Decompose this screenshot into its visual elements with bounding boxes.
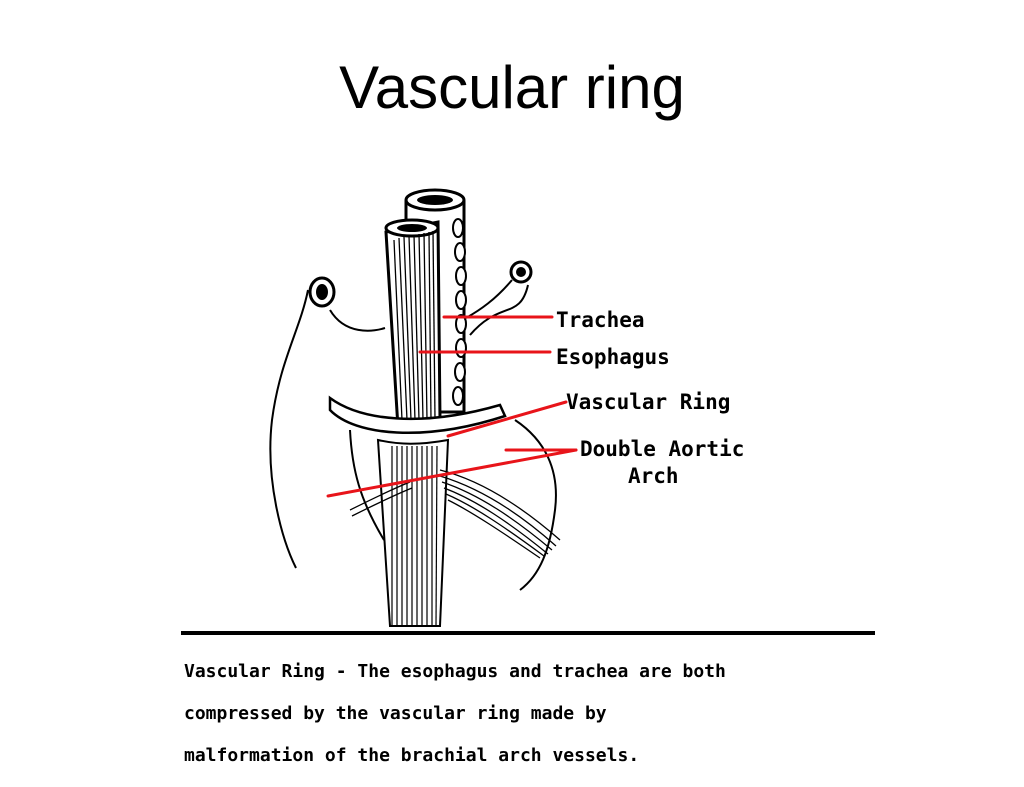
label-trachea: Trachea [556,308,645,332]
vascular-ring-leader [446,400,568,438]
descending-arch-bundle [349,469,561,559]
left-lower-vessel [349,429,385,541]
caption-line: malformation of the brachial arch vessel… [184,745,640,766]
figure-caption: Vascular Ring - The esophagus and trache… [184,640,874,787]
label-double-aortic-arch-line1: Double Aortic [580,437,744,461]
caption-rule [181,631,875,635]
label-double-aortic-arch-line2: Arch [628,464,679,488]
left-arch-outline [269,276,386,569]
caption-line: Vascular Ring - The esophagus and trache… [184,661,726,682]
label-esophagus: Esophagus [556,345,670,369]
slide-title: Vascular ring [339,54,685,121]
lower-trunk [376,438,450,627]
esophagus-tube [384,218,442,430]
vascular-ring-band [328,395,507,434]
label-vascular-ring: Vascular Ring [566,390,730,414]
caption-line: compressed by the vascular ring made by [184,703,607,724]
leader-lines [326,315,578,498]
vascular-ring-diagram: Trachea Esophagus Vascular Ring Double A… [269,188,744,627]
double-arch-leader-long [326,448,578,498]
